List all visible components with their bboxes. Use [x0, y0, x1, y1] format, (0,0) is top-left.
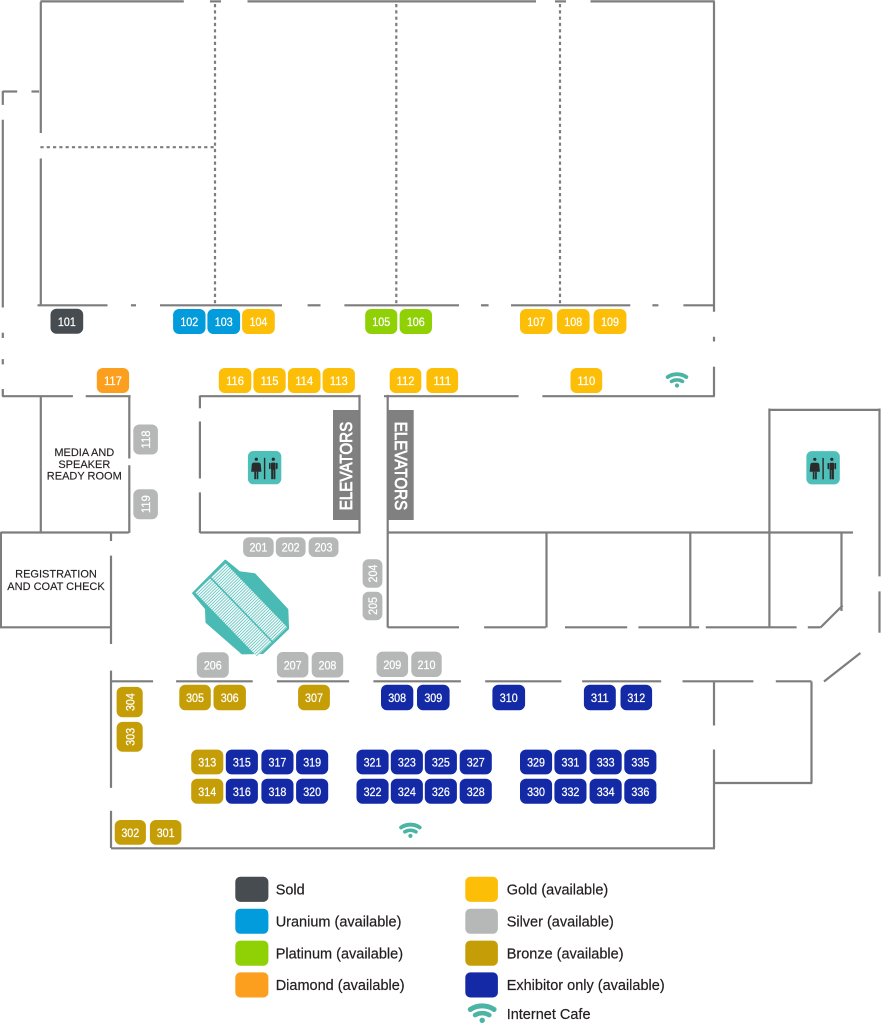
svg-text:Platinum (available): Platinum (available) — [276, 946, 403, 962]
svg-text:117: 117 — [104, 374, 122, 388]
svg-text:314: 314 — [198, 785, 216, 799]
svg-text:Bronze (available): Bronze (available) — [507, 946, 624, 962]
svg-text:Uranium (available): Uranium (available) — [276, 914, 402, 930]
svg-text:302: 302 — [121, 826, 139, 840]
svg-text:316: 316 — [233, 785, 251, 799]
svg-text:325: 325 — [432, 756, 450, 770]
svg-text:READY ROOM: READY ROOM — [47, 471, 122, 483]
svg-text:102: 102 — [180, 315, 198, 329]
svg-text:104: 104 — [250, 315, 268, 329]
svg-text:331: 331 — [562, 756, 580, 770]
svg-text:328: 328 — [467, 785, 485, 799]
svg-text:206: 206 — [204, 659, 222, 673]
svg-text:Silver (available): Silver (available) — [507, 914, 614, 930]
svg-text:304: 304 — [123, 693, 137, 711]
svg-text:115: 115 — [261, 374, 279, 388]
svg-text:ELEVATORS: ELEVATORS — [391, 422, 411, 511]
svg-text:202: 202 — [282, 541, 300, 555]
svg-text:313: 313 — [198, 756, 216, 770]
svg-text:326: 326 — [432, 785, 450, 799]
svg-text:109: 109 — [601, 315, 619, 329]
svg-text:320: 320 — [303, 785, 321, 799]
svg-text:312: 312 — [627, 691, 645, 705]
svg-text:336: 336 — [631, 785, 649, 799]
svg-text:210: 210 — [418, 658, 436, 672]
svg-text:113: 113 — [330, 374, 348, 388]
svg-text:208: 208 — [319, 658, 337, 672]
svg-text:ELEVATORS: ELEVATORS — [336, 422, 356, 511]
svg-text:111: 111 — [433, 374, 451, 388]
svg-text:321: 321 — [364, 756, 382, 770]
svg-text:SPEAKER: SPEAKER — [58, 459, 110, 471]
svg-text:332: 332 — [562, 785, 580, 799]
svg-text:318: 318 — [269, 785, 287, 799]
svg-text:201: 201 — [249, 541, 267, 555]
svg-text:310: 310 — [500, 691, 518, 705]
svg-text:MEDIA AND: MEDIA AND — [54, 447, 114, 459]
svg-text:101: 101 — [58, 315, 76, 329]
svg-text:330: 330 — [527, 785, 545, 799]
svg-text:Sold: Sold — [276, 883, 305, 899]
svg-text:REGISTRATION: REGISTRATION — [15, 569, 97, 581]
svg-text:AND COAT CHECK: AND COAT CHECK — [7, 581, 105, 593]
svg-text:308: 308 — [388, 691, 406, 705]
svg-text:116: 116 — [226, 374, 244, 388]
svg-text:327: 327 — [467, 756, 485, 770]
svg-text:103: 103 — [215, 315, 233, 329]
svg-text:119: 119 — [139, 495, 153, 513]
svg-text:105: 105 — [372, 315, 390, 329]
svg-text:319: 319 — [303, 756, 321, 770]
svg-text:Internet Cafe: Internet Cafe — [507, 1007, 591, 1023]
svg-text:107: 107 — [527, 315, 545, 329]
svg-text:106: 106 — [407, 315, 425, 329]
svg-text:305: 305 — [186, 691, 204, 705]
svg-text:204: 204 — [366, 565, 380, 583]
svg-text:324: 324 — [398, 785, 416, 799]
svg-text:323: 323 — [398, 756, 416, 770]
svg-text:Gold (available): Gold (available) — [507, 883, 609, 899]
svg-text:317: 317 — [269, 756, 287, 770]
svg-text:306: 306 — [221, 691, 239, 705]
svg-text:333: 333 — [597, 756, 615, 770]
svg-text:110: 110 — [577, 374, 595, 388]
svg-text:303: 303 — [123, 728, 137, 746]
svg-text:Exhibitor only (available): Exhibitor only (available) — [507, 978, 665, 994]
svg-text:329: 329 — [527, 756, 545, 770]
svg-text:311: 311 — [591, 691, 609, 705]
svg-text:322: 322 — [364, 785, 382, 799]
svg-text:335: 335 — [631, 756, 649, 770]
svg-text:205: 205 — [366, 597, 380, 615]
svg-text:114: 114 — [295, 374, 313, 388]
svg-text:334: 334 — [597, 785, 615, 799]
svg-text:307: 307 — [305, 691, 323, 705]
svg-text:301: 301 — [157, 826, 175, 840]
svg-text:112: 112 — [397, 374, 415, 388]
svg-text:309: 309 — [424, 691, 442, 705]
svg-text:203: 203 — [315, 541, 333, 555]
svg-text:207: 207 — [284, 658, 302, 672]
svg-text:Diamond (available): Diamond (available) — [276, 978, 405, 994]
svg-text:108: 108 — [564, 315, 582, 329]
svg-text:118: 118 — [139, 430, 153, 448]
svg-text:315: 315 — [233, 756, 251, 770]
svg-text:209: 209 — [383, 658, 401, 672]
